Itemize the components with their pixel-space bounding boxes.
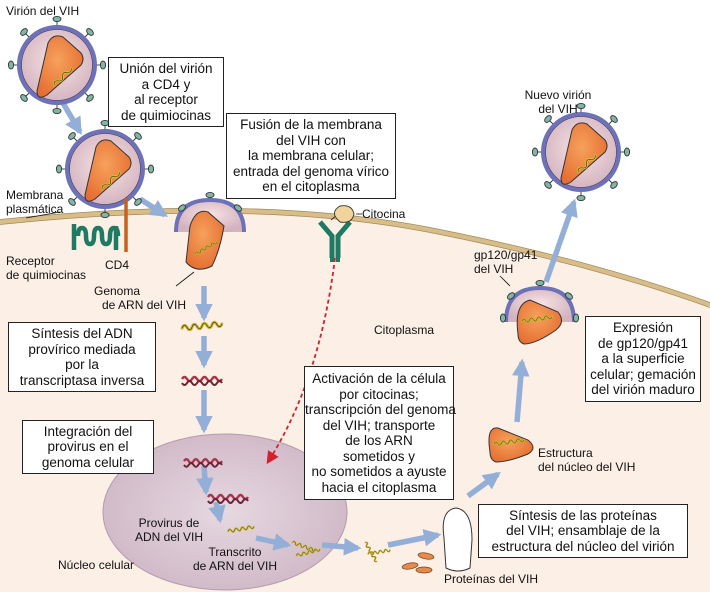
new-virion xyxy=(530,101,632,203)
label-transcript-2: de ARN del VIH xyxy=(192,559,278,573)
label-cell-nucleus: Núcleo celular xyxy=(58,558,135,572)
label-receptor-2: de quimiocinas xyxy=(6,268,87,282)
label-receptor-1: Receptor xyxy=(6,254,55,268)
label-provirus-2: ADN del VIH xyxy=(134,530,204,544)
label-cytokine: Citocina xyxy=(362,207,406,221)
label-membrane-1: Membrana xyxy=(6,188,64,202)
label-hiv-virion: Virión del VIH xyxy=(6,4,80,18)
binding-virion xyxy=(54,118,156,220)
ribosome-icon xyxy=(442,507,473,572)
plasma-membrane xyxy=(0,208,710,308)
cytokine-icon xyxy=(334,205,355,223)
label-cd4: CD4 xyxy=(105,258,130,272)
process-arrows xyxy=(60,101,578,556)
label-transcript-1: Transcrito xyxy=(208,545,262,559)
cytokine-receptor-icon xyxy=(318,220,352,262)
hiv-virion xyxy=(6,14,108,116)
label-genome-2: de ARN del VIH xyxy=(102,298,187,312)
budding-virion xyxy=(499,279,580,345)
label-new-virion-1: Nuevo virión xyxy=(524,88,592,102)
label-gp120-2: del VIH xyxy=(474,262,514,276)
label-core-2: del núcleo del VIH xyxy=(538,460,636,474)
label-gp120-1: gp120/gp41 xyxy=(474,248,538,262)
label-provirus-1: Provirus de xyxy=(138,516,200,530)
chemokine-receptor-icon xyxy=(75,225,121,247)
label-cytoplasm: Citoplasma xyxy=(374,323,435,337)
label-membrane-2: plasmática xyxy=(6,202,64,216)
label-genome-1: Genoma xyxy=(94,284,141,298)
gp-pointer xyxy=(499,275,511,287)
hiv-core-structure xyxy=(488,427,534,463)
label-core-1: Estructura xyxy=(538,446,593,460)
label-new-virion-2: del VIH xyxy=(538,102,578,116)
label-hiv-proteins: Proteínas del VIH xyxy=(444,572,539,586)
hiv-proteins-icon xyxy=(401,552,435,574)
fusion-virion xyxy=(174,191,246,270)
